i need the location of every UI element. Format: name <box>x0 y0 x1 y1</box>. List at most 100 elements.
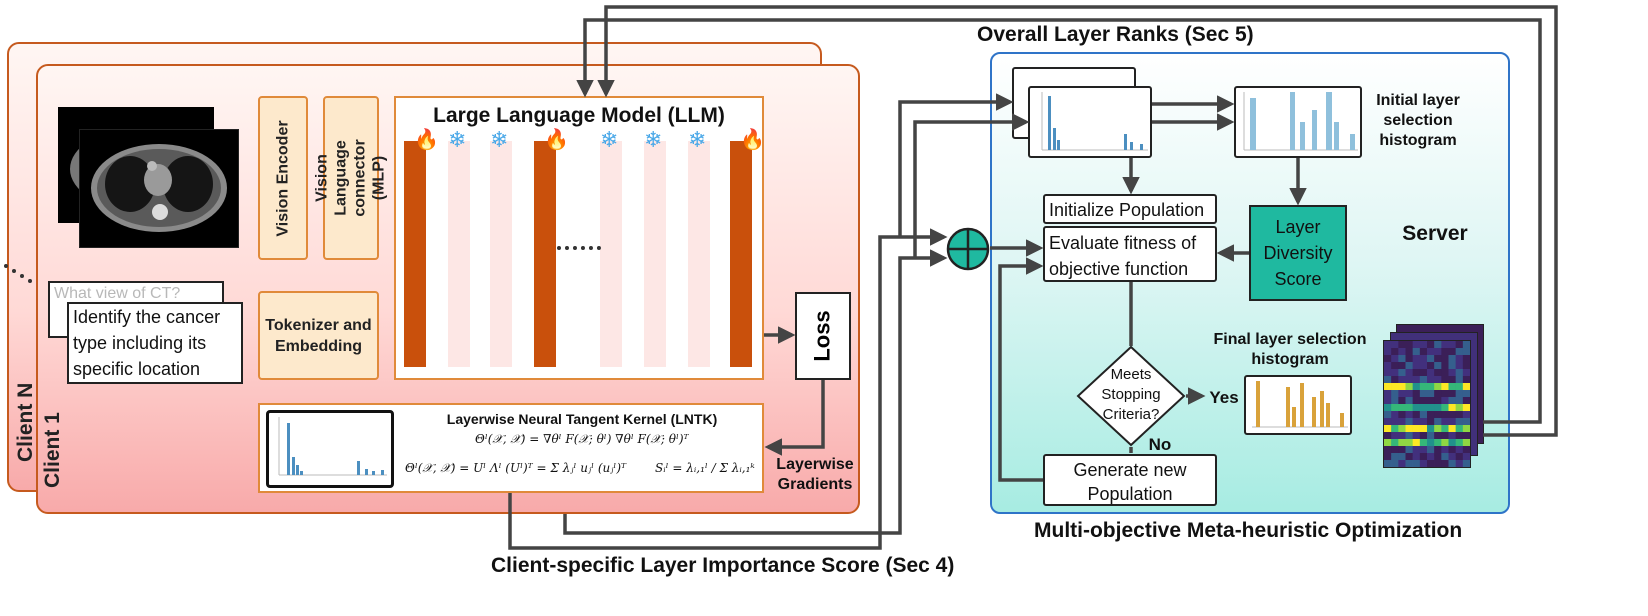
heatmap-cell <box>1412 397 1421 405</box>
fire-icon: 🔥 <box>544 129 569 151</box>
heatmap-cell <box>1427 355 1435 363</box>
heatmap-cell <box>1419 411 1428 419</box>
heatmap-cell <box>1427 369 1435 377</box>
heatmap-cell <box>1405 383 1413 391</box>
heatmap-cell <box>1391 460 1399 468</box>
layer-diversity-box: Layer Diversity Score <box>1249 205 1347 301</box>
heatmap-cell <box>1419 355 1428 363</box>
heatmap-cell <box>1419 404 1428 412</box>
heatmap-cell <box>1405 348 1413 356</box>
heatmap-cell <box>1462 425 1471 433</box>
heatmap-cell <box>1448 425 1456 433</box>
heatmap-cell <box>1398 411 1406 419</box>
heatmap-cell <box>1455 362 1464 370</box>
fire-icon: 🔥 <box>414 129 439 151</box>
heatmap-cell <box>1427 418 1435 426</box>
heatmap-cell <box>1462 439 1471 447</box>
heatmap-cell <box>1419 390 1428 398</box>
heatmap-cell <box>1398 432 1406 440</box>
overall-layer-ranks-title: Overall Layer Ranks (Sec 5) <box>977 23 1254 46</box>
heatmap-cell <box>1391 369 1399 377</box>
heatmap-cell <box>1455 341 1464 349</box>
heatmap-cell <box>1405 418 1413 426</box>
heatmap-cell <box>1462 460 1471 468</box>
heatmap-cell <box>1391 348 1399 356</box>
heatmap-cell <box>1441 376 1449 384</box>
heatmap-cell <box>1462 390 1471 398</box>
heatmap-cell <box>1441 418 1449 426</box>
heatmap-cell <box>1434 418 1442 426</box>
heatmap-cell <box>1455 460 1464 468</box>
heatmap-cell <box>1455 439 1464 447</box>
heatmap-cell <box>1448 355 1456 363</box>
layer-diversity-label: Layer Diversity Score <box>1263 217 1333 289</box>
heatmap-cell <box>1462 432 1471 440</box>
heatmap-cell <box>1455 355 1464 363</box>
heatmap-cell <box>1384 418 1392 426</box>
heatmap-cell <box>1427 446 1435 454</box>
lntk-equation-1: Θˡ(𝒳, 𝒳) = ∇θˡ F(𝒳; θˡ) ∇θˡ F(𝒳; θˡ)ᵀ <box>475 432 689 446</box>
heatmap-cell <box>1448 341 1456 349</box>
final-histogram <box>1244 375 1352 435</box>
heatmap-cell <box>1455 453 1464 461</box>
final-histogram-label: Final layer selection histogram <box>1213 331 1367 368</box>
heatmap-cell <box>1455 348 1464 356</box>
snowflake-icon: ❄ <box>688 127 707 152</box>
heatmap-cell <box>1398 446 1406 454</box>
heatmap-cell <box>1462 446 1471 454</box>
stopping-criteria-diamond <box>1076 345 1186 447</box>
heatmap-cell <box>1448 383 1456 391</box>
heatmap-cell <box>1412 369 1421 377</box>
heatmap-cell <box>1448 418 1456 426</box>
prompt-front-text: Identify the cancer type including its s… <box>73 307 221 379</box>
heatmap-cell <box>1405 453 1413 461</box>
heatmap-cell <box>1412 432 1421 440</box>
heatmap-cell <box>1434 348 1442 356</box>
heatmap-cell <box>1391 425 1399 433</box>
heatmap-cell <box>1462 404 1471 412</box>
heatmap-cell <box>1405 432 1413 440</box>
heatmap-cell <box>1391 439 1399 447</box>
heatmap-cell <box>1434 341 1442 349</box>
heatmap-cell <box>1391 446 1399 454</box>
loss-box: Loss <box>795 292 851 380</box>
heatmap-cell <box>1462 376 1471 384</box>
heatmap-cell <box>1434 411 1442 419</box>
heatmap-cell <box>1419 369 1428 377</box>
heatmap-cell <box>1398 404 1406 412</box>
aggregation-plus-icon <box>946 227 990 271</box>
heatmap-cell <box>1434 404 1442 412</box>
heatmap-cell <box>1412 390 1421 398</box>
heatmap-cell <box>1448 460 1456 468</box>
heatmap-cell <box>1391 432 1399 440</box>
heatmap-cell <box>1462 418 1471 426</box>
heatmap-cell <box>1405 411 1413 419</box>
heatmap-cell <box>1448 362 1456 370</box>
fire-icon: 🔥 <box>740 129 765 151</box>
heatmap-cell <box>1398 390 1406 398</box>
heatmap-cell <box>1427 411 1435 419</box>
heatmap-cell <box>1434 397 1442 405</box>
heatmap-cell <box>1398 460 1406 468</box>
heatmap-cell <box>1441 362 1449 370</box>
server-label: Server <box>1402 222 1468 245</box>
heatmap-cell <box>1391 404 1399 412</box>
heatmap-cell <box>1455 404 1464 412</box>
heatmap-cell <box>1419 460 1428 468</box>
lntk-equation-2: Θˡ(𝒳, 𝒳) = Uˡ Λˡ (Uˡ)ᵀ = Σ λⱼˡ uⱼˡ (uⱼˡ)… <box>405 461 627 475</box>
heatmap-cell <box>1441 404 1449 412</box>
heatmap-cell <box>1398 362 1406 370</box>
heatmap-cell <box>1398 376 1406 384</box>
heatmap-cell <box>1441 425 1449 433</box>
heatmap-cell <box>1419 453 1428 461</box>
heatmap-cell <box>1441 432 1449 440</box>
client-score-title: Client-specific Layer Importance Score (… <box>491 554 955 577</box>
heatmap-cell <box>1434 425 1442 433</box>
heatmap-cell <box>1441 369 1449 377</box>
heatmap-cell <box>1405 404 1413 412</box>
heatmap-cell <box>1412 341 1421 349</box>
heatmap-cell <box>1391 453 1399 461</box>
heatmap-cell <box>1448 397 1456 405</box>
heatmap-cell <box>1412 362 1421 370</box>
